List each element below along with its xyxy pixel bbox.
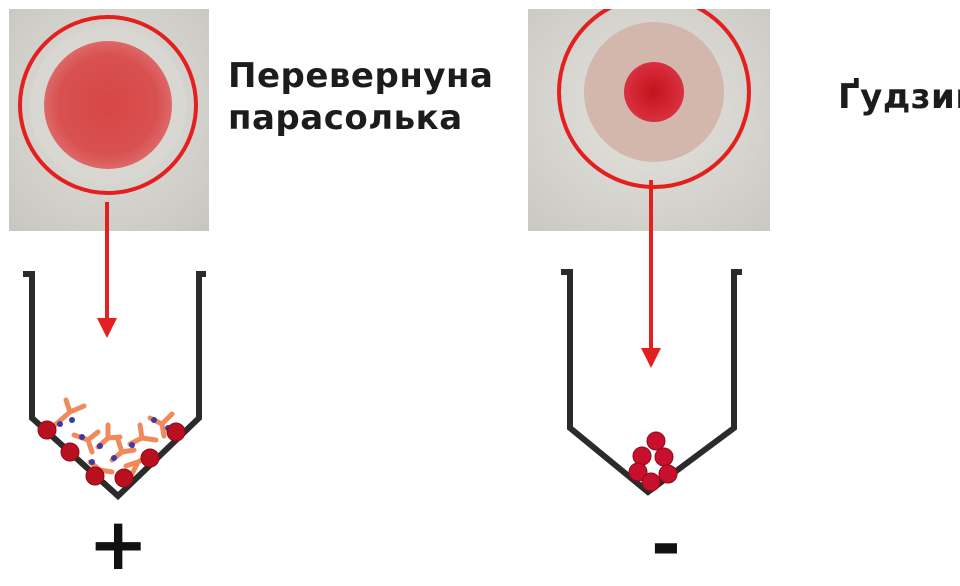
label-line: Перевернуна <box>228 55 493 97</box>
well-left <box>23 274 206 496</box>
label-line: парасолька <box>228 97 493 139</box>
pointer-arrow-right <box>641 180 661 368</box>
positive-sign: + <box>88 508 148 580</box>
negative-sign: - <box>636 508 696 580</box>
label-line: Ґудзик <box>838 76 960 118</box>
pointer-arrow-left <box>97 202 117 338</box>
result-label-negative: Ґудзик <box>838 76 960 118</box>
result-label-positive: Перевернуна парасолька <box>228 55 493 139</box>
